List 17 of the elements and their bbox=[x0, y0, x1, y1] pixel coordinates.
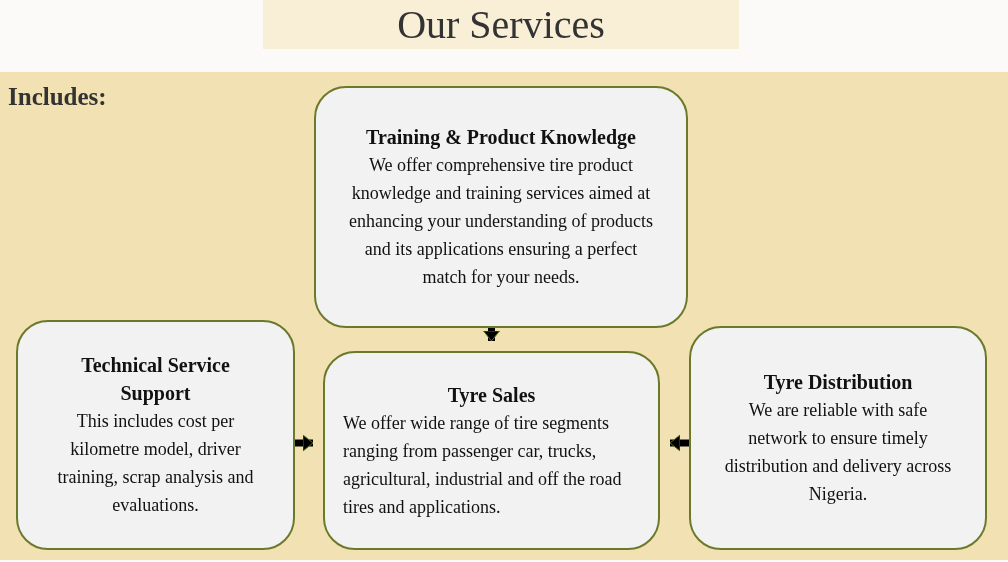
card-heading: Tyre Sales bbox=[447, 382, 536, 409]
service-card bbox=[314, 86, 688, 328]
service-card bbox=[16, 320, 295, 550]
card-description: We offer comprehensive tire product knowledge and training services aimed at enhancing your understanding of products and its applications ensuring a perfect match for your needs. bbox=[348, 154, 654, 289]
card-heading: Tyre Distribution bbox=[763, 370, 913, 396]
card-description: This includes cost per kilometre model, driver training, scrap analysis and evaluations. bbox=[56, 410, 255, 517]
card-description: We are reliable with safe network to ensure timely distribution and delivery across Nigeria. bbox=[723, 399, 953, 506]
arrow bbox=[483, 328, 500, 342]
title: Our Services bbox=[263, 0, 739, 49]
arrow bbox=[669, 434, 689, 452]
arrow bbox=[295, 434, 314, 452]
service-card bbox=[323, 351, 660, 550]
card-heading: Technical Service Support bbox=[80, 353, 231, 407]
card-heading: Training & Product Knowledge bbox=[366, 125, 636, 151]
service-card bbox=[689, 326, 987, 550]
card-description: We offer wide range of tire segments ranging from passenger car, trucks, agricultural, industrial and off the road tires and applications. bbox=[343, 411, 623, 519]
section-heading: Includes: bbox=[8, 84, 107, 109]
